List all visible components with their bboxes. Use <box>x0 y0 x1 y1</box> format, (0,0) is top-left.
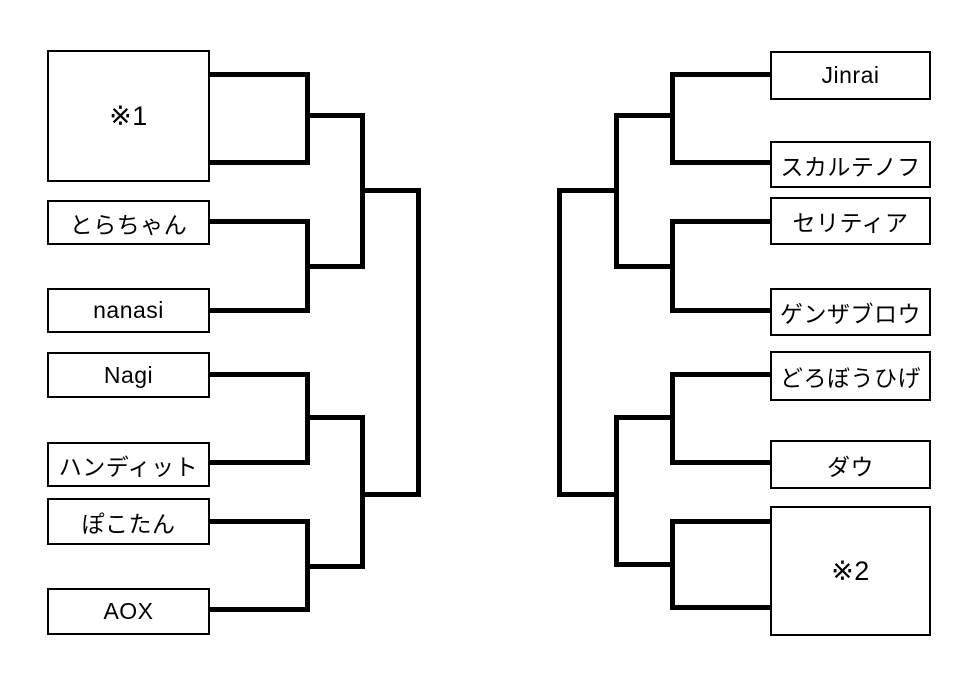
bracket-line <box>619 113 670 118</box>
bracket-line <box>670 72 675 165</box>
bracket-line <box>365 492 421 497</box>
slot-right-2: スカルテノフ <box>770 141 931 188</box>
bracket-line <box>675 308 770 313</box>
bracket-line <box>210 460 310 465</box>
bracket-line <box>557 188 562 497</box>
slot-left-2: とらちゃん <box>47 200 210 245</box>
bracket-line <box>310 564 365 569</box>
bracket-line <box>670 219 675 313</box>
bracket-line <box>562 492 614 497</box>
bracket-line <box>416 188 421 497</box>
bracket-line <box>210 308 310 313</box>
bracket-line <box>619 415 670 420</box>
slot-left-3: nanasi <box>47 288 210 333</box>
slot-left-1-seed1: ※1 <box>47 50 210 182</box>
slot-left-6: ぽこたん <box>47 498 210 545</box>
bracket-line <box>619 562 670 567</box>
bracket-line <box>305 519 310 612</box>
bracket-line <box>675 72 770 77</box>
bracket-line <box>310 415 365 420</box>
bracket-line <box>675 160 770 165</box>
bracket-line <box>360 113 365 269</box>
bracket-line <box>675 219 770 224</box>
slot-right-7-seed2: ※2 <box>770 506 931 636</box>
bracket-line <box>310 113 365 118</box>
bracket-line <box>670 519 675 610</box>
bracket-line <box>210 519 310 524</box>
bracket-line <box>614 415 619 567</box>
bracket-line <box>619 264 670 269</box>
bracket-line <box>305 372 310 465</box>
slot-left-7: AOX <box>47 588 210 635</box>
bracket-line <box>210 160 310 165</box>
bracket-line <box>210 72 310 77</box>
slot-right-3: セリティア <box>770 197 931 245</box>
bracket-line <box>675 372 770 377</box>
bracket-line <box>210 607 310 612</box>
slot-right-4: ゲンザブロウ <box>770 288 931 336</box>
bracket-line <box>305 72 310 165</box>
bracket-line <box>210 219 310 224</box>
slot-left-4: Nagi <box>47 352 210 398</box>
bracket-line <box>210 372 310 377</box>
slot-left-5: ハンディット <box>47 442 210 487</box>
bracket-line <box>670 372 675 465</box>
bracket-line <box>675 460 770 465</box>
bracket-line <box>614 113 619 269</box>
slot-right-6: ダウ <box>770 440 931 489</box>
bracket-line <box>310 264 365 269</box>
bracket-line <box>365 188 421 193</box>
bracket-line <box>562 188 614 193</box>
slot-right-1: Jinrai <box>770 51 931 100</box>
slot-right-5: どろぼうひげ <box>770 351 931 401</box>
bracket-line <box>305 219 310 313</box>
bracket-line <box>675 519 770 524</box>
bracket-line <box>675 605 770 610</box>
bracket-line <box>360 415 365 569</box>
